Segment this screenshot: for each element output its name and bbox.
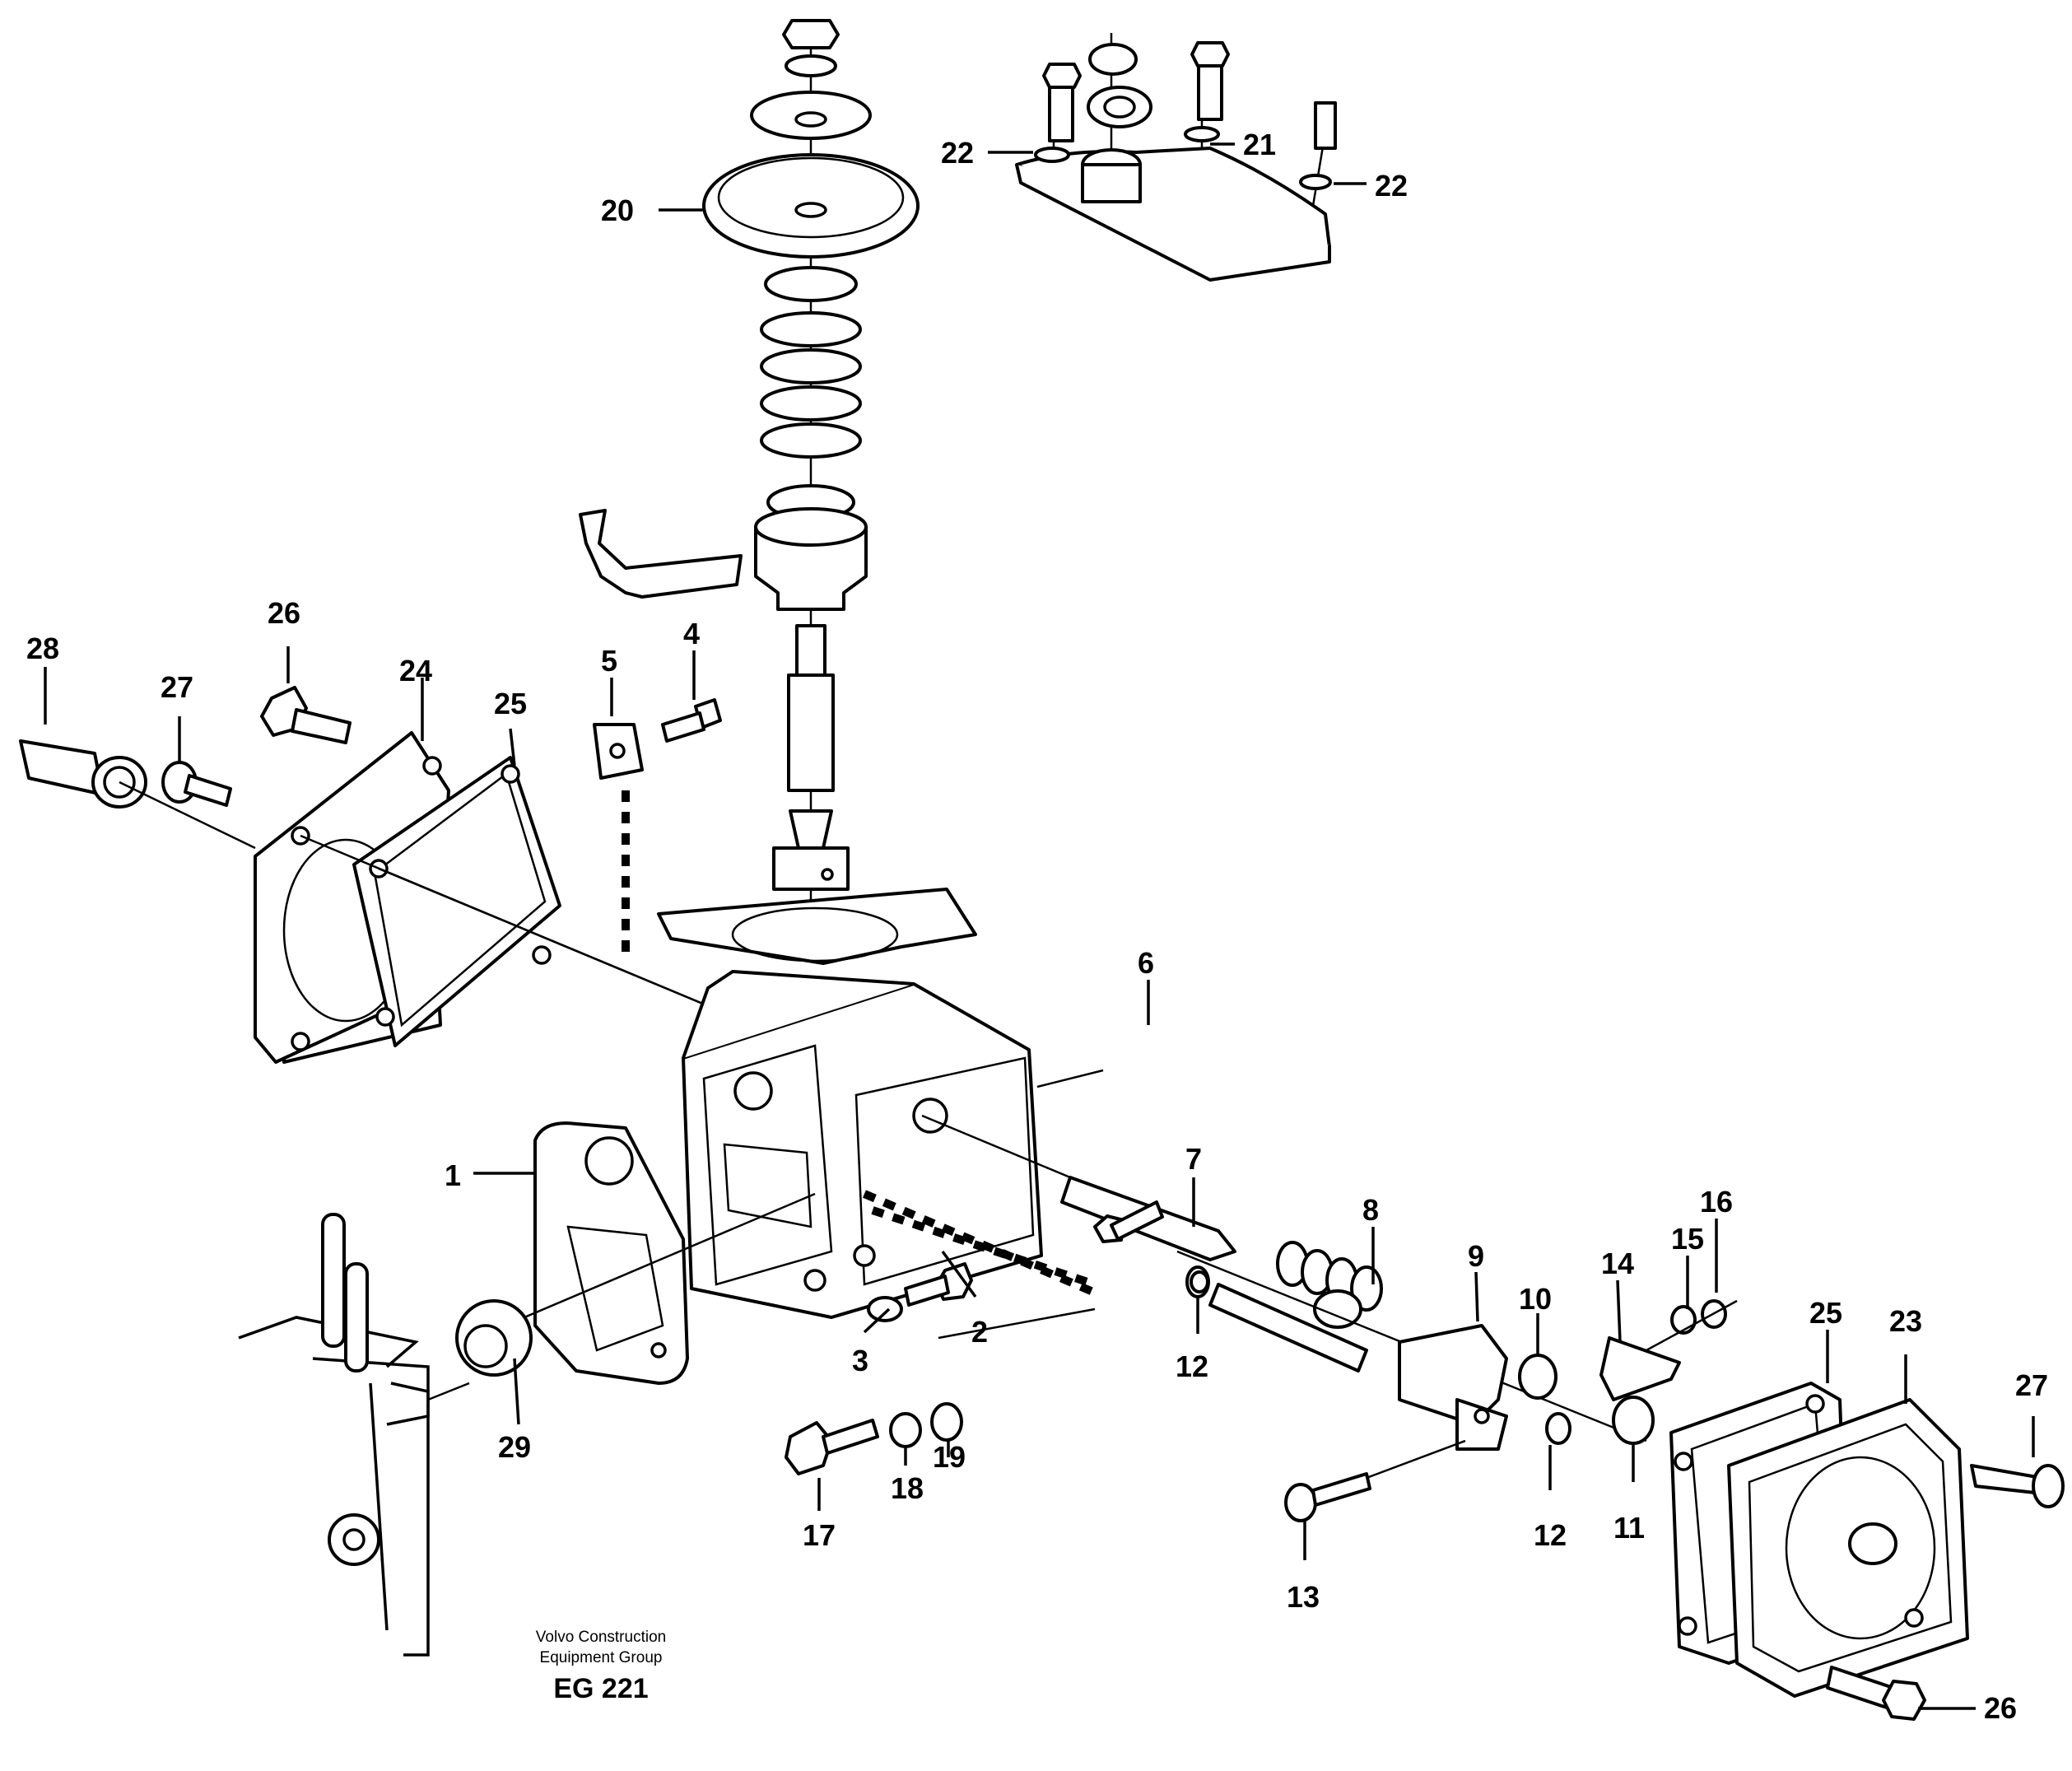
main-housing bbox=[657, 888, 1104, 1319]
wire-clip bbox=[579, 509, 743, 599]
callout-26b: 26 bbox=[1984, 1691, 2017, 1725]
right-cover-assembly bbox=[1669, 1382, 2065, 1721]
front-flange bbox=[455, 1121, 816, 1385]
callout-15: 15 bbox=[1671, 1222, 1704, 1256]
callout-12a: 12 bbox=[1176, 1349, 1208, 1383]
callout-25a: 25 bbox=[494, 687, 527, 720]
callout-29: 29 bbox=[498, 1430, 531, 1464]
callout-4: 4 bbox=[683, 617, 700, 650]
callout-12b: 12 bbox=[1534, 1518, 1567, 1552]
callout-11: 11 bbox=[1613, 1511, 1645, 1545]
callout-18: 18 bbox=[891, 1471, 924, 1505]
figure-code: EG 221 bbox=[553, 1673, 649, 1704]
callout-21: 21 bbox=[1243, 128, 1276, 161]
callout-2: 2 bbox=[971, 1315, 988, 1349]
top-cover-plate bbox=[1015, 33, 1337, 282]
fastener-set bbox=[785, 1206, 1097, 1475]
callout-6: 6 bbox=[1138, 946, 1154, 980]
callout-24: 24 bbox=[399, 654, 432, 687]
callout-9: 9 bbox=[1468, 1239, 1484, 1273]
callout-26a: 26 bbox=[268, 596, 300, 630]
callout-19: 19 bbox=[933, 1440, 966, 1474]
callout-5: 5 bbox=[601, 644, 617, 678]
callout-23: 23 bbox=[1889, 1304, 1922, 1338]
callout-20: 20 bbox=[601, 193, 634, 227]
callout-16: 16 bbox=[1700, 1185, 1733, 1219]
credit-line-2: Equipment Group bbox=[539, 1649, 663, 1666]
callout-25b: 25 bbox=[1809, 1296, 1842, 1330]
clamp-and-screw bbox=[593, 698, 722, 955]
credit-line-1: Volvo Construction bbox=[535, 1629, 667, 1646]
callout-27b: 27 bbox=[2015, 1368, 2048, 1402]
callout-17: 17 bbox=[803, 1518, 836, 1552]
callout-10: 10 bbox=[1519, 1282, 1552, 1316]
callout-labels: 1 2 3 4 5 6 7 8 9 10 11 12 12 13 14 15 1… bbox=[26, 128, 2048, 1725]
leader-lines bbox=[44, 142, 2035, 1710]
callout-22a: 22 bbox=[941, 136, 974, 170]
diaphragm-stack bbox=[702, 19, 920, 914]
callout-28: 28 bbox=[26, 632, 59, 665]
shaft-spring-group bbox=[921, 1114, 1738, 1522]
callout-7: 7 bbox=[1185, 1142, 1202, 1176]
callout-13: 13 bbox=[1287, 1580, 1320, 1614]
callout-27a: 27 bbox=[161, 670, 193, 704]
callout-8: 8 bbox=[1362, 1193, 1379, 1227]
lower-left-linkage bbox=[238, 1213, 470, 1657]
callout-1: 1 bbox=[445, 1158, 461, 1192]
callout-3: 3 bbox=[852, 1344, 868, 1377]
callout-14: 14 bbox=[1601, 1247, 1634, 1280]
callout-22b: 22 bbox=[1375, 169, 1408, 203]
left-cover-assembly bbox=[19, 686, 725, 1064]
